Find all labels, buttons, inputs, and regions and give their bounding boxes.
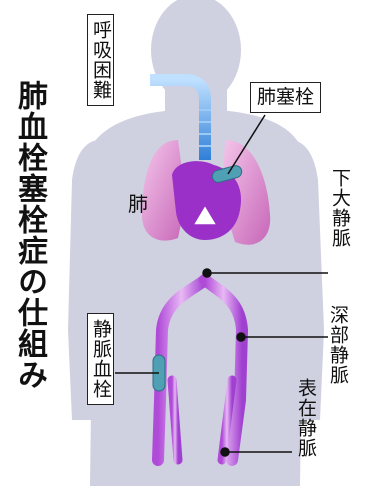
label-pulmonary-embolism: 肺塞栓	[250, 82, 321, 113]
label-venous-thrombus: 静脈血栓	[87, 313, 114, 405]
label-lung: 肺	[128, 188, 148, 217]
label-dyspnea: 呼吸困難	[87, 14, 114, 106]
diagram-title: 肺血栓塞栓症の仕組み	[14, 80, 44, 390]
label-deep-vein: 深部静脈	[328, 305, 347, 385]
label-inferior-vena-cava: 下大静脈	[330, 168, 349, 248]
label-superficial-vein: 表在静脈	[296, 378, 315, 458]
